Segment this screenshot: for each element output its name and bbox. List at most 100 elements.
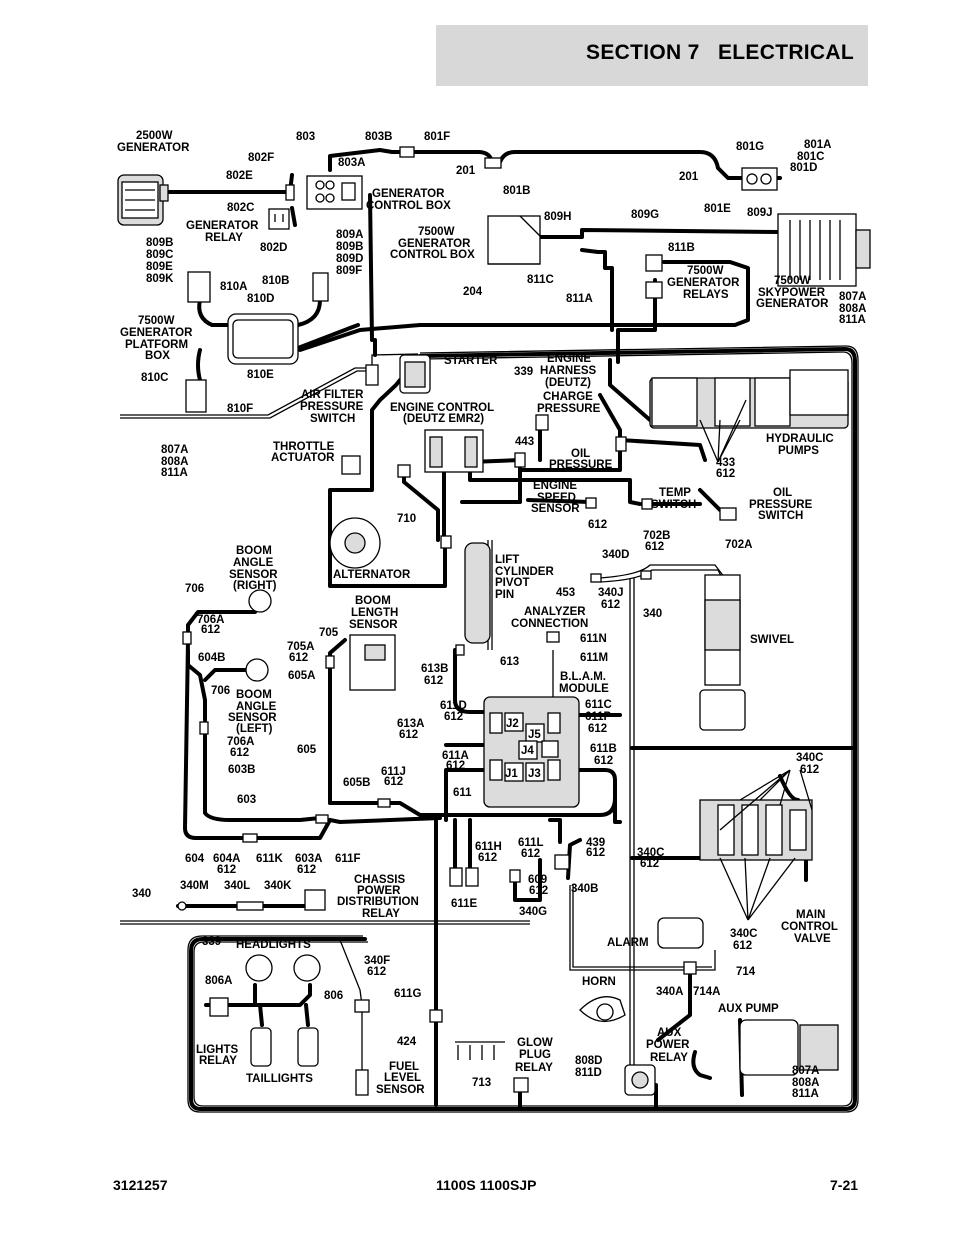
label: 811A [792,1088,819,1100]
hydraulic-pumps-icon [649,369,849,429]
label: 810F [227,403,253,415]
label: 612 [201,624,220,636]
label: HARNESS [540,365,597,377]
label: (DEUTZ EMR2) [403,413,484,425]
label: SENSOR [228,712,277,724]
label: 612 [384,776,403,788]
label: CONTROL BOX [390,249,475,261]
label: 611H [475,841,502,853]
label: 612 [367,966,386,978]
label: 807A [839,291,867,303]
label: 340D [602,549,630,561]
label: 340G [519,906,547,918]
label: 7500W [418,226,455,238]
label: 611 [453,787,472,799]
label: 810C [141,372,169,384]
label: 612 [289,652,308,664]
label: 702B [643,530,671,542]
label: 714 [736,966,756,978]
connector-icon [377,798,391,808]
label: AIR FILTER [301,389,364,401]
label: 339 [202,936,221,948]
chassis-frame [120,345,859,1113]
label: 613 [500,656,519,668]
label: 604B [198,652,226,664]
platform-box-icon [227,313,299,365]
label: STARTER [444,355,498,367]
connector-icon [397,464,411,478]
label: 612 [529,885,548,897]
label: 809G [631,209,659,221]
headlight-icon [245,954,273,982]
label: 612 [586,847,605,859]
taillight-icon [250,1027,272,1067]
label: 7500W [138,315,175,327]
label: 612 [645,541,664,553]
boom-angle-sensor-icon [248,589,272,613]
label: 802F [248,152,274,164]
generator-relay-icon [268,208,290,230]
label: TAILLIGHTS [246,1073,313,1085]
label: GLOW [517,1037,553,1049]
connector-icon [440,535,452,549]
connector-icon [455,644,465,656]
label: 603A [295,853,323,865]
label: 201 [679,171,699,183]
label: POWER [357,885,401,897]
analyzer-connection-icon [546,631,560,643]
leader-lines [699,399,813,921]
label: SENSOR [229,569,278,581]
label: 801D [790,162,818,174]
connector-icon [285,184,295,201]
label: 706 [185,583,204,595]
label: GENERATOR [186,220,259,232]
label: 612 [446,760,465,772]
label: 204 [463,286,483,298]
alternator-icon [329,517,381,569]
splice-icon [484,157,502,169]
label: GENERATOR [398,238,471,250]
label: 801F [424,131,450,143]
connector-icon [509,869,521,883]
label: 340M [180,880,209,892]
label: J5 [528,729,541,741]
label: 340B [571,883,599,895]
swivel-icon [699,574,746,731]
label: BOOM [236,689,272,701]
main-control-valve-icon [699,799,813,861]
label: 340C [730,928,758,940]
label: RELAY [650,1052,688,1064]
label: 611C [585,699,612,711]
label: POWER [646,1039,690,1051]
label: 605B [343,777,371,789]
label: SENSOR [531,503,580,515]
label: 706A [227,736,255,748]
label: LIGHTS [196,1044,238,1056]
section-header: SECTION 7 ELECTRICAL [436,25,868,86]
label: 809E [146,261,173,273]
label: 612 [444,711,463,723]
label: RELAY [515,1062,553,1074]
label: RELAY [362,908,400,920]
connector-icon [199,721,209,735]
label: 801G [736,141,764,153]
sensor-harness [183,610,442,840]
fuse-icon [236,901,264,911]
aux-pump-icon [739,1019,839,1076]
label: 801B [503,185,531,197]
relay-icon [304,889,326,911]
headlight-icon [293,954,321,982]
label: LIFT [495,554,519,566]
label: 612 [230,747,249,759]
label: CHASSIS [354,874,405,886]
label: J2 [506,718,519,730]
label: 806 [324,990,343,1002]
label: 603 [237,794,256,806]
label: 612 [733,940,752,952]
label: HORN [582,976,616,988]
taillight-icon [297,1027,319,1067]
label: 811A [839,314,866,326]
outlet-icon [741,167,778,191]
label: 713 [472,1077,491,1089]
label: 810A [220,281,248,293]
